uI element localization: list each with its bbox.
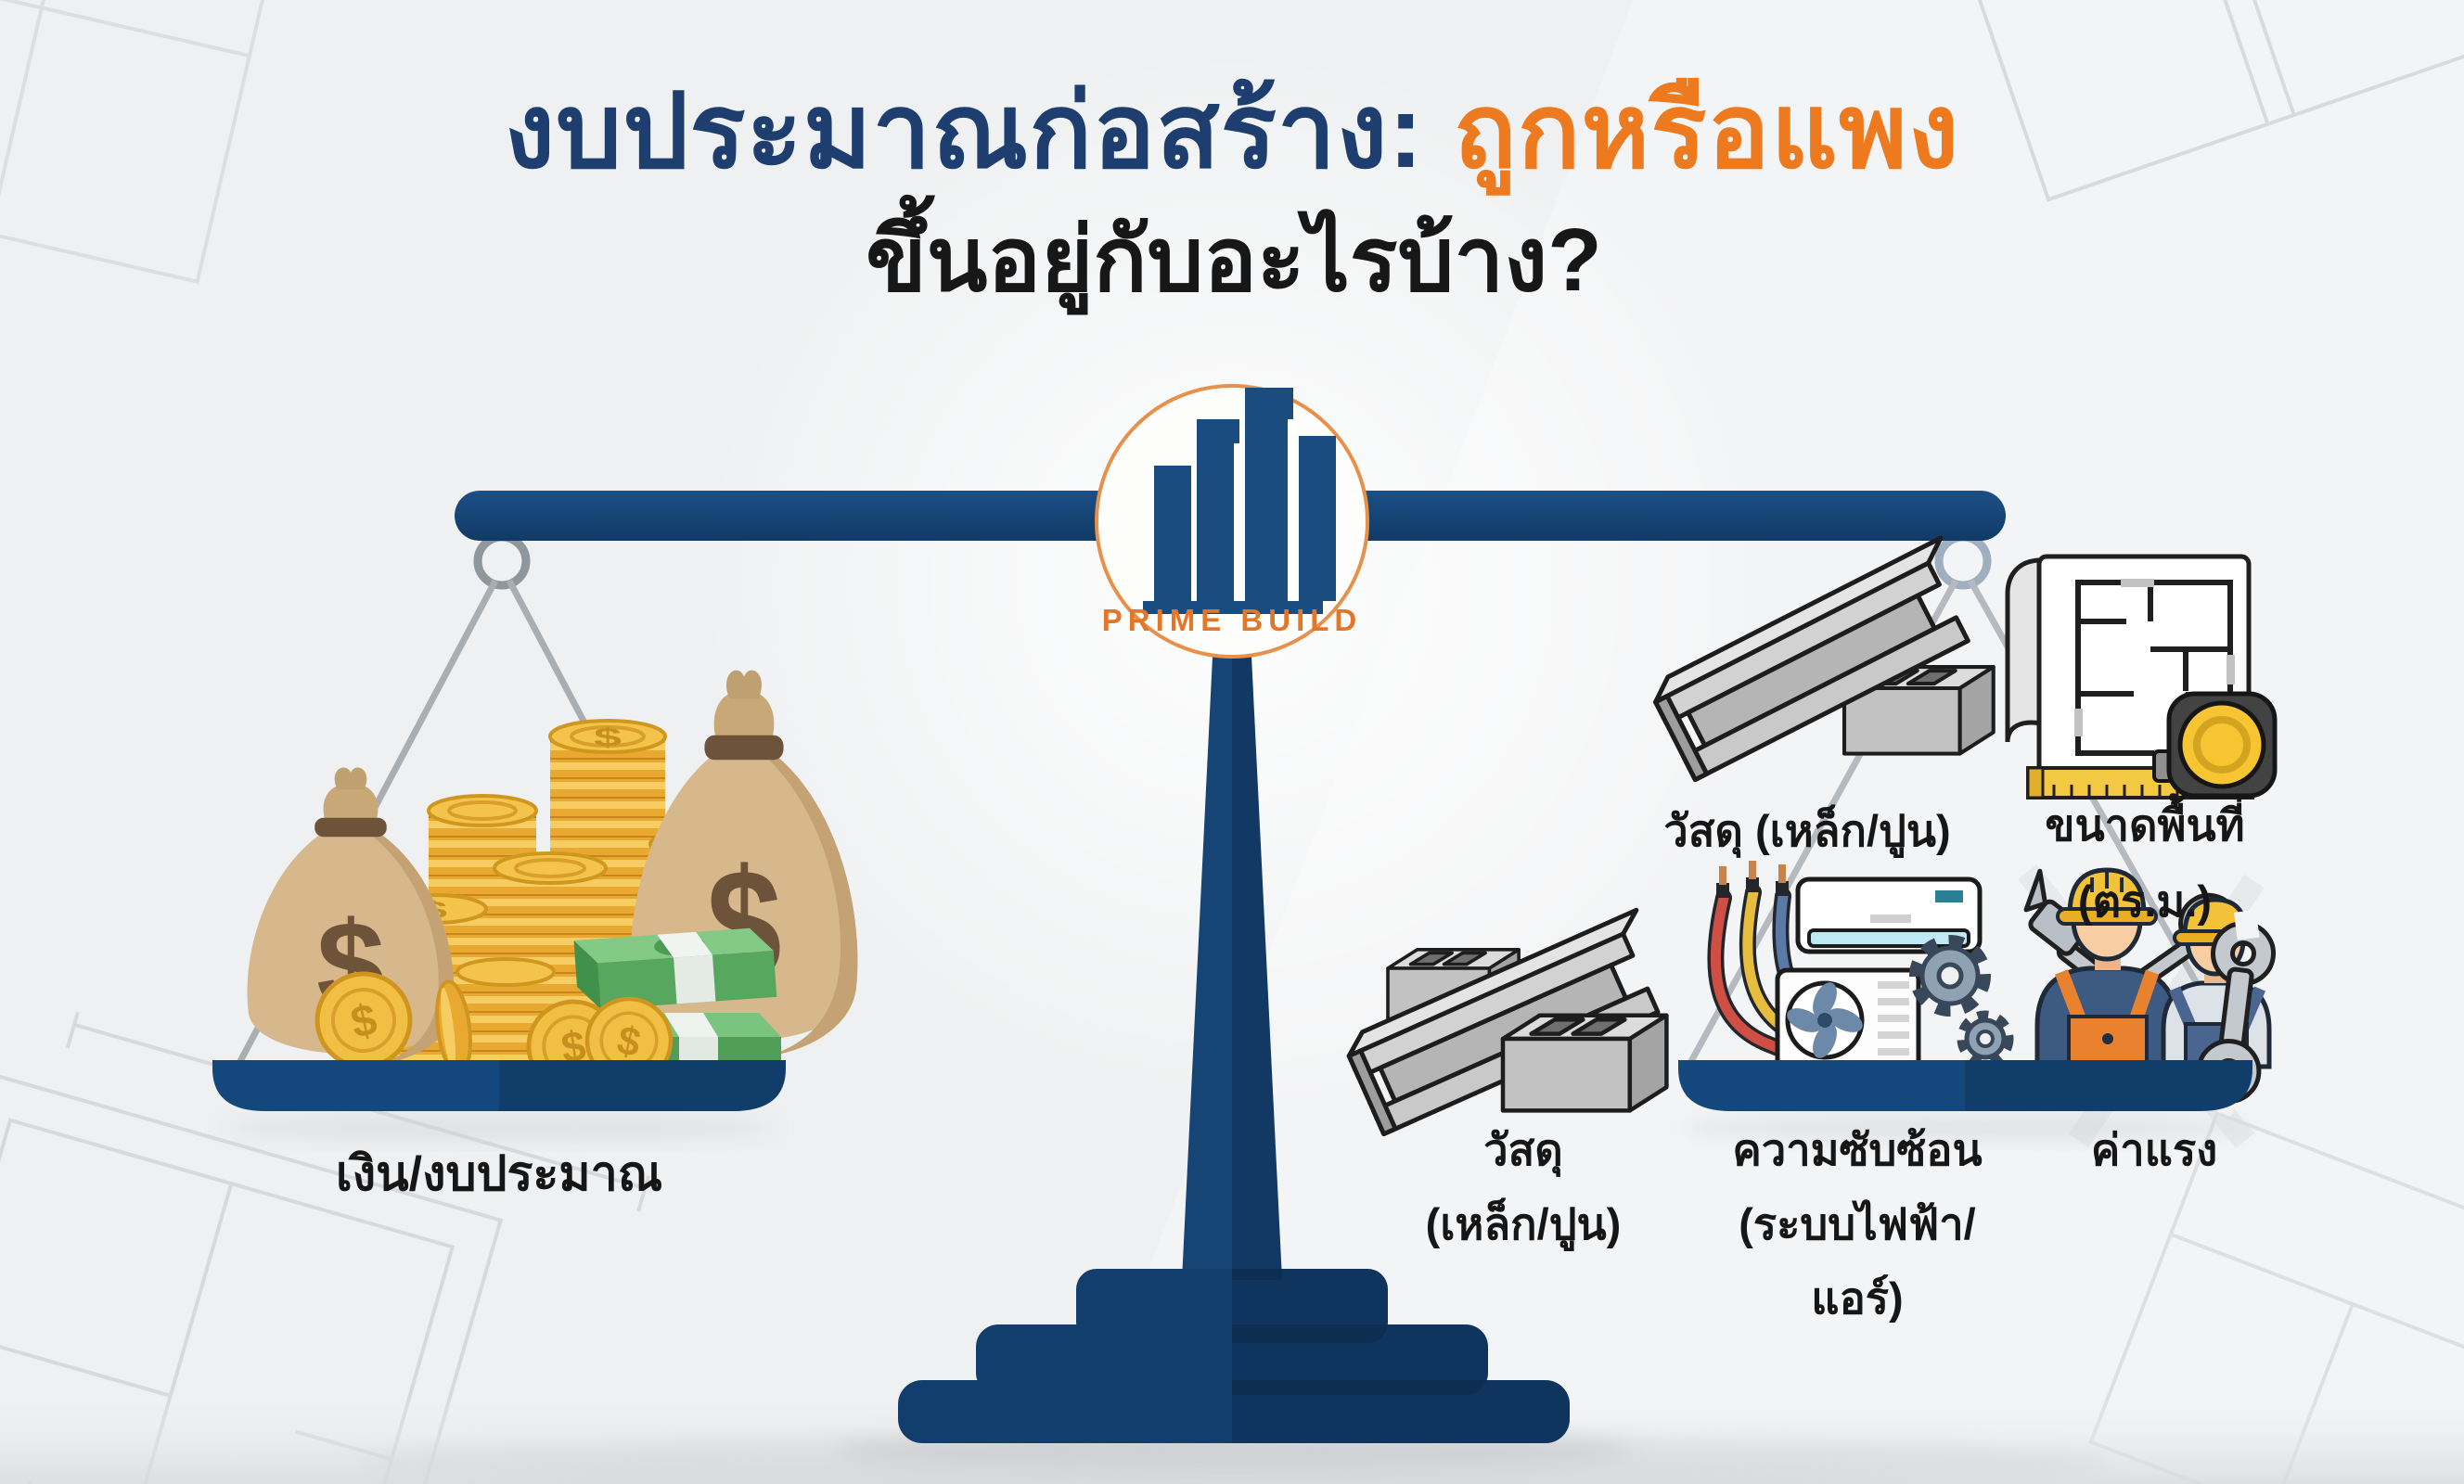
wiring-aircon-gears-icon [1707,861,2014,1079]
label-complexity: ความซับซ้อน [1732,1125,1983,1174]
label-materials-bottom: วัสดุ [1483,1125,1563,1174]
blueprint-lines-top-right [1925,0,2464,202]
right-scale-pan [1677,1060,2252,1141]
logo-wordmark: PRIME BUILD [1101,603,1363,637]
label-materials-top: วัสดุ (เหล็ก/ปูน) [1663,806,1951,855]
hanger-ring-icon [473,532,531,590]
scale-stand [455,384,2006,1471]
wire-tips [1716,861,1789,898]
blueprint-lines-top-left [0,0,279,285]
tape-measure-icon [2152,691,2278,799]
blueprint-tape-measure-icon [2005,554,2278,800]
ac-outdoor-unit-icon [1775,967,1921,1079]
page-title: งบประมาณก่อสร้าง: ถูกหรือแพง [505,48,1960,213]
left-scale-pan [212,1060,786,1111]
label-money-budget: เงิน/งบประมาณ [335,1147,663,1201]
label-area-size: ขนาดพื้นที่ [2045,800,2245,850]
page-subtitle: ขึ้นอยู่กับอะไรบ้าง? [866,211,1602,310]
title-dark-part: งบประมาณก่อสร้าง: [504,73,1424,189]
prime-build-logo [1095,384,1369,659]
coin-edge-icon [435,979,472,1076]
label-labor-cost: ค่าแรง [2090,1125,2218,1174]
gear-icon [1957,1010,2014,1068]
label-complexity-detail-2: แอร์) [1811,1273,1904,1323]
money-pile: $ $ $ [221,670,858,1141]
air-conditioner-icon [1795,876,1983,954]
gear-icon [1909,935,1991,1017]
label-materials-bottom-detail: (เหล็ก/ปูน) [1425,1199,1622,1248]
title-accent-part: ถูกหรือแพง [1453,73,1960,189]
label-complexity-detail-1: (ระบบไฟฟ้า/ [1739,1199,1976,1248]
worker-icon [2034,867,2179,1069]
buildings-bar-icon [1143,388,1336,614]
label-area-size-unit: (ตร.ม.) [2077,876,2213,926]
scale-pillar [1182,657,1282,1280]
dollar-sign-icon: $ [594,723,622,752]
